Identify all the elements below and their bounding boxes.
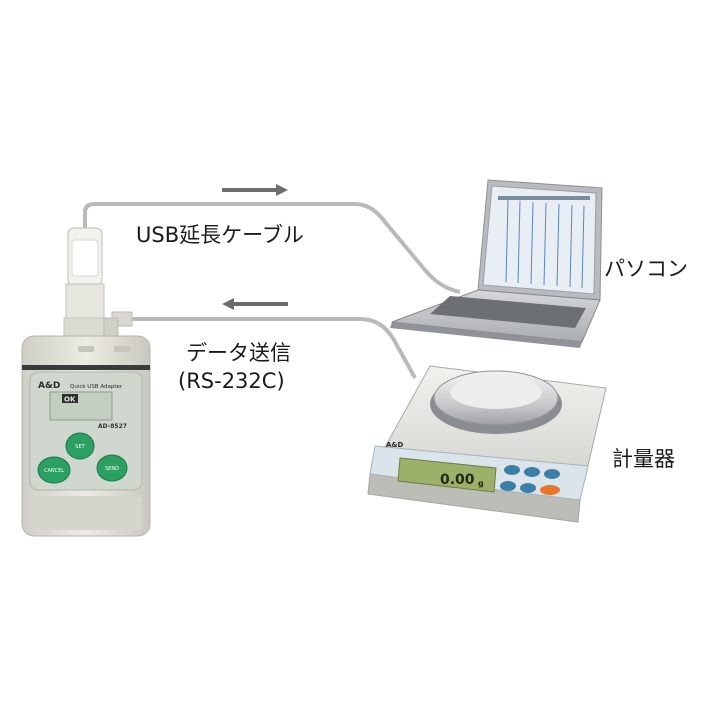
scale-unit: g <box>478 479 484 488</box>
arrow-right-icon <box>222 184 288 196</box>
weighing-scale <box>367 365 607 523</box>
usb-extension-cable <box>83 202 461 294</box>
set-button[interactable] <box>65 432 95 460</box>
usb-cable-label: USB延長ケーブル <box>136 223 304 247</box>
usb-plug <box>63 227 107 341</box>
pc-label: パソコン <box>604 257 688 281</box>
adapter-lcd <box>49 391 113 421</box>
scale-key-accent[interactable] <box>540 485 560 495</box>
cancel-button-label: CANCEL <box>44 468 64 474</box>
adapter-title: Quick USB Adapter <box>70 384 123 390</box>
scale-key-3[interactable] <box>544 469 560 479</box>
rs232c-cable <box>128 317 417 379</box>
arrow-left-icon <box>222 298 288 310</box>
scale-label: 計量器 <box>612 447 675 471</box>
scale-brand: A&D <box>386 441 404 449</box>
adapter-lcd-ok-box <box>62 394 78 403</box>
rs232c-label: (RS-232C) <box>178 369 285 393</box>
send-button-label: SEND <box>105 466 119 472</box>
data-send-label: データ送信 <box>186 341 291 365</box>
rs232c-connector <box>103 311 133 341</box>
scale-lcd <box>397 457 497 493</box>
adapter-model-number: AD-8527 <box>98 423 127 430</box>
adapter-brand: A&D <box>38 381 60 391</box>
adapter-lcd-text: OK <box>64 396 76 404</box>
scale-key-4[interactable] <box>500 481 516 491</box>
set-button-label: SET <box>75 444 85 450</box>
scale-key-5[interactable] <box>520 483 536 493</box>
scale-reading: 0.00 <box>440 472 475 488</box>
scale-key-2[interactable] <box>524 467 540 477</box>
laptop-pc <box>390 179 603 348</box>
send-button[interactable] <box>96 454 128 482</box>
cancel-button[interactable] <box>37 456 71 484</box>
scale-key-1[interactable] <box>504 465 520 475</box>
